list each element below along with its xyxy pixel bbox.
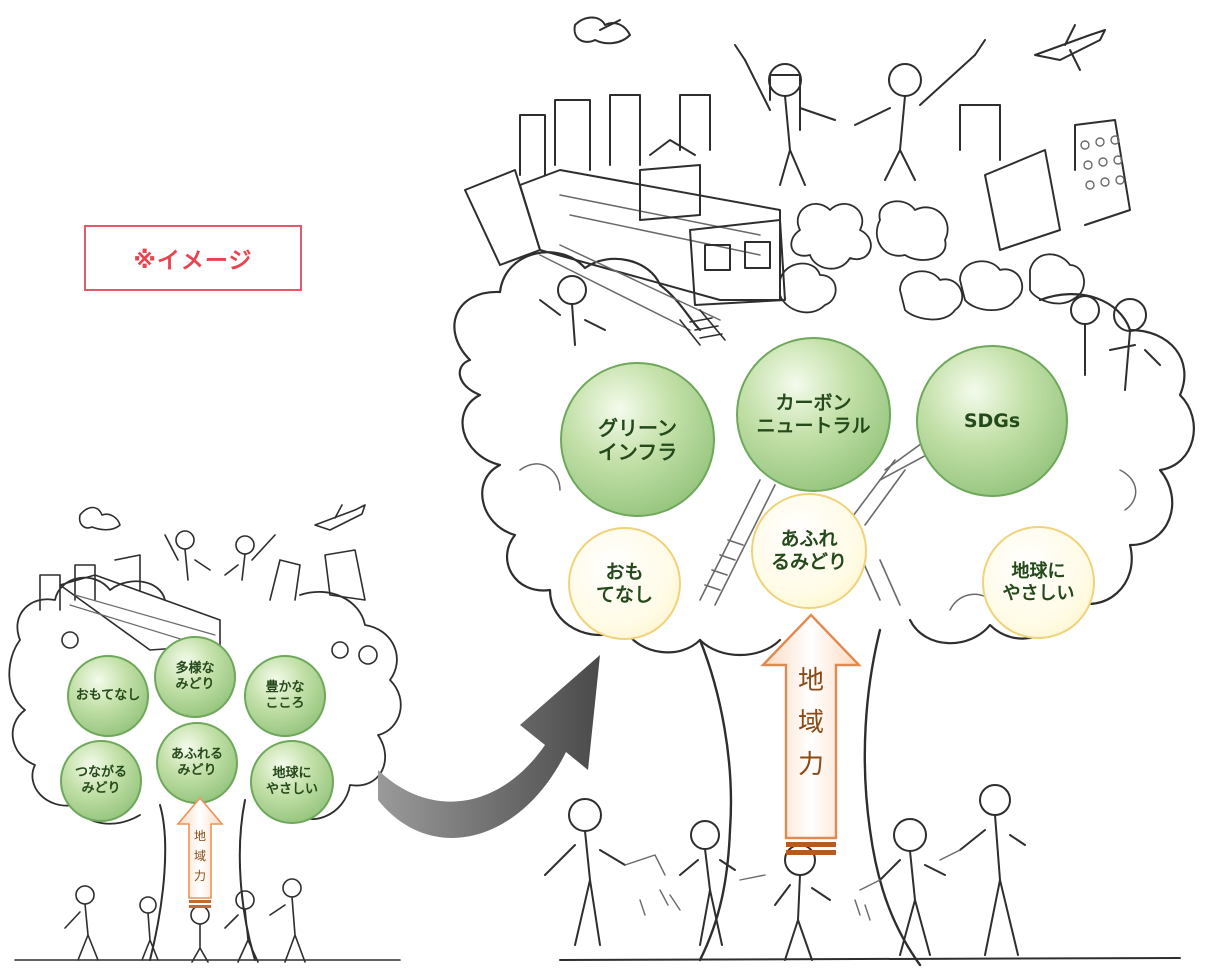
- bubble-omotenashi: おも てなし: [568, 527, 681, 640]
- small-bubble-tsunagaru-midori: つながる みどり: [60, 740, 142, 822]
- small-power-char-1: 地: [193, 829, 206, 843]
- large-tree-sketch: [453, 16, 1195, 967]
- small-power-arrow: [176, 796, 224, 908]
- small-power-char-3: 力: [193, 869, 206, 883]
- image-note-label: ※イメージ: [133, 248, 253, 274]
- image-note-box: ※イメージ: [84, 225, 302, 291]
- transition-arrow: [378, 655, 600, 838]
- small-power-label: 地 域 力: [189, 826, 211, 886]
- small-bubble-yutakana-kokoro: 豊かな こころ: [244, 655, 326, 737]
- power-char-2: 域: [797, 708, 824, 738]
- power-label: 地 域 力: [786, 660, 836, 786]
- small-bubble-tayou-midori: 多様な みどり: [154, 636, 236, 718]
- bubble-afureru-midori: あふれ るみどり: [751, 493, 867, 609]
- small-bubble-chikyu-ni-yasashii: 地球に やさしい: [250, 740, 334, 824]
- bubble-sdgs: SDGs: [916, 345, 1068, 497]
- bubble-chikyu-ni-yasashii: 地球に やさしい: [982, 526, 1095, 639]
- bubble-green-infra: グリーン インフラ: [560, 362, 715, 517]
- power-arrow: [760, 613, 862, 855]
- small-bubble-omotenashi: おもてなし: [67, 655, 149, 737]
- power-char-3: 力: [797, 750, 824, 780]
- small-power-char-2: 域: [193, 849, 206, 863]
- bubble-carbon-neutral: カーボン ニュートラル: [736, 337, 891, 492]
- power-char-1: 地: [797, 666, 824, 696]
- small-bubble-afureru-midori: あふれる みどり: [156, 722, 238, 804]
